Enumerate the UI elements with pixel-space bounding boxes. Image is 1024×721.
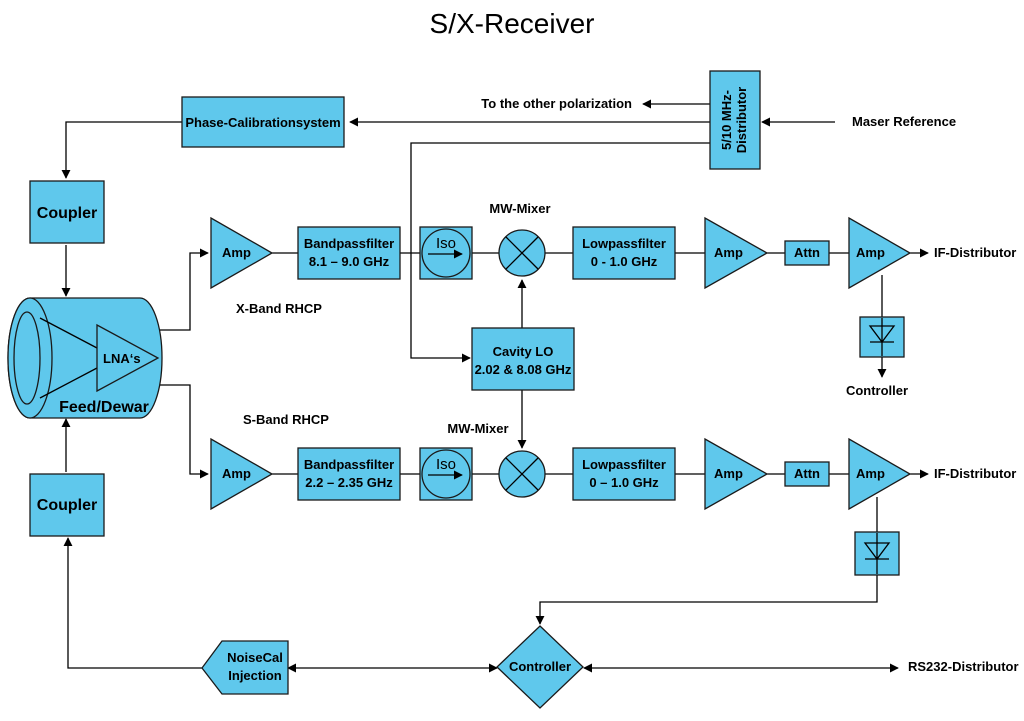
s-bpf [297,447,401,501]
wire-noisecal-to-coupler [63,537,202,669]
x-iso-label: Iso [436,235,456,252]
x-lpf-line2: 0 - 1.0 GHz [591,254,658,269]
cavity-lo-block: Cavity LO 2.02 & 8.08 GHz [471,327,575,391]
lna-triangle [96,323,160,393]
feed-dewar: LNA‘s Feed/Dewar [7,297,163,419]
controller-block: Controller [496,625,584,709]
noisecal-block: NoiseCal Injection [201,640,289,695]
x-bpf [297,226,401,280]
noisecal-line1: NoiseCal [227,650,283,665]
s-amp2 [704,437,769,511]
s-lpf-line1: Lowpassfilter [582,457,666,472]
x-chain: Amp Bandpassfilter 8.1 – 9.0 GHz Iso MW-… [210,201,1016,398]
wire-s-detector-controller [535,575,878,625]
s-amp1-label: Amp [222,466,251,481]
s-if-distributor-label: IF-Distributor [934,466,1016,481]
connections [61,99,929,673]
coupler-top-label: Coupler [37,205,97,222]
phase-cal-block: Phase-Calibrationsystem [181,96,345,148]
label-x-band: X-Band RHCP [236,301,322,316]
x-amp2-label: Amp [714,245,743,260]
s-amp1 [210,437,274,511]
s-bpf-line1: Bandpassfilter [304,457,394,472]
label-s-band: S-Band RHCP [243,412,329,427]
label-to-other-polarization: To the other polarization [481,96,632,111]
s-lpf [572,447,676,501]
s-mixer-label: MW-Mixer [447,421,508,436]
controller-label: Controller [509,659,571,674]
x-if-distributor-label: IF-Distributor [934,245,1016,260]
x-amp3-label: Amp [856,245,885,260]
s-attn [784,461,830,487]
coupler-bottom-block: Coupler [29,473,105,537]
lna-label: LNA‘s [103,351,141,366]
s-attn-label: Attn [794,466,820,481]
s-amp3 [848,437,912,511]
wire-phasecal-to-coupler [61,121,182,179]
x-controller-label: Controller [846,383,908,398]
x-lpf [572,226,676,280]
phase-cal-label: Phase-Calibrationsystem [185,115,340,130]
x-amp1 [210,216,274,290]
x-mixer-label: MW-Mixer [489,201,550,216]
noisecal-line2: Injection [228,668,282,683]
distributor-label-line2: Distributor [734,87,749,153]
s-chain: Amp Bandpassfilter 2.2 – 2.35 GHz Iso MW… [210,421,1016,576]
distributor-label-line1: 5/10 MHz- [719,90,734,150]
coupler-top-block: Coupler [29,180,105,244]
s-iso-label: Iso [436,456,456,473]
rs232-label: RS232-Distributor [908,659,1019,674]
coupler-bottom-label: Coupler [37,497,97,514]
diagram-title: S/X-Receiver [430,8,595,39]
s-amp2-label: Amp [714,466,743,481]
x-amp1-label: Amp [222,245,251,260]
label-maser-reference: Maser Reference [852,114,956,129]
x-amp2 [704,216,769,290]
x-lpf-line1: Lowpassfilter [582,236,666,251]
x-attn-label: Attn [794,245,820,260]
wire-feed-to-s-amp [160,384,209,479]
wire-feed-to-x-amp [160,248,209,331]
wire-distributor-to-cavity-lo [410,142,710,363]
x-bpf-line2: 8.1 – 9.0 GHz [309,254,390,269]
s-amp3-label: Amp [856,466,885,481]
x-attn [784,240,830,266]
s-lpf-line2: 0 – 1.0 GHz [589,475,659,490]
x-amp3 [848,216,912,290]
cavity-lo-line2: 2.02 & 8.08 GHz [475,362,572,377]
cavity-lo-line1: Cavity LO [493,344,554,359]
x-bpf-line1: Bandpassfilter [304,236,394,251]
distributor-block: 5/10 MHz- Distributor [709,70,761,170]
s-bpf-line2: 2.2 – 2.35 GHz [305,475,393,490]
feed-dewar-label: Feed/Dewar [59,399,149,416]
